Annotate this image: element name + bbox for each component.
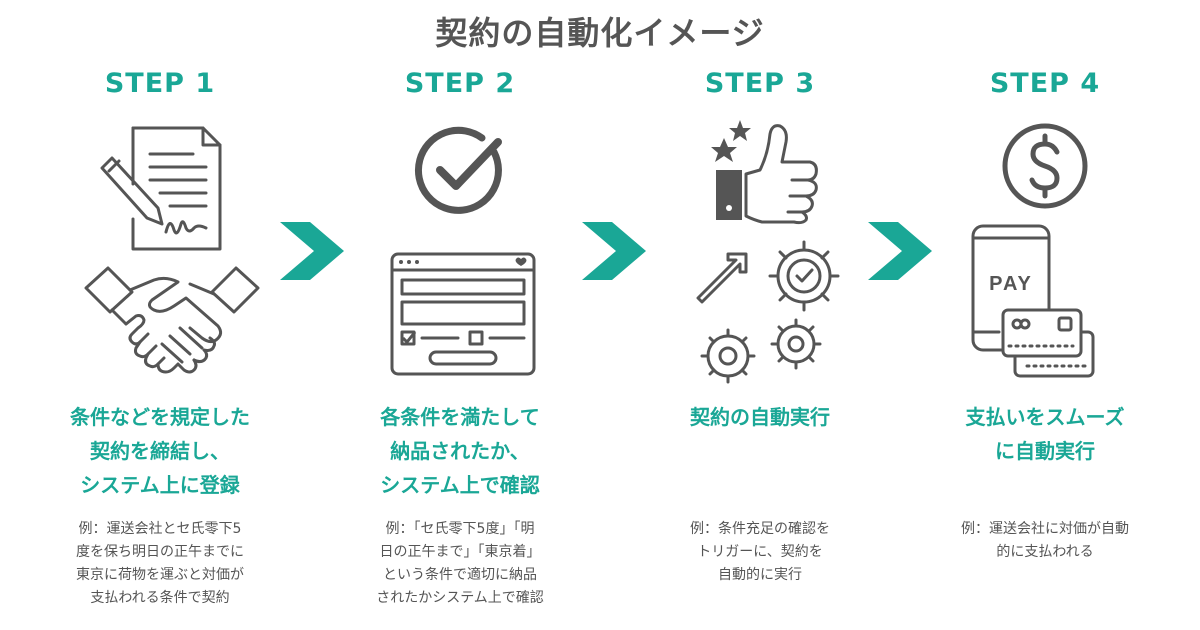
step-example-line: 東京に荷物を運ぶと対価が bbox=[76, 567, 244, 583]
thumbs-up-icon bbox=[711, 120, 818, 225]
step-example-line: 例：「セ氏零下5度」「明 bbox=[385, 521, 535, 537]
step-description-line: システム上に登録 bbox=[80, 473, 240, 497]
step-description-line: 各条件を満たして bbox=[380, 405, 540, 429]
step-example-line: 例：条件充足の確認を bbox=[690, 521, 830, 537]
step-label: STEP 1 bbox=[104, 68, 216, 99]
step-description: 各条件を満たして 納品されたか、 システム上で確認 bbox=[330, 400, 590, 502]
step-example: 例：運送会社とセ氏零下5 度を保ち明日の正午までに 東京に荷物を運ぶと対価が 支… bbox=[30, 518, 290, 610]
chevron-right-icon bbox=[280, 222, 344, 280]
step-example: 例：運送会社に対価が自動 的に支払われる bbox=[915, 518, 1175, 564]
step-label: STEP 3 bbox=[704, 68, 816, 99]
gears-icon bbox=[696, 240, 840, 384]
step-example-line: トリガーに、契約を bbox=[697, 544, 823, 560]
dollar-coin-icon bbox=[1002, 123, 1088, 209]
mobile-pay-icon: PAY bbox=[971, 224, 1095, 378]
checkmark-circle-icon bbox=[414, 126, 502, 214]
contract-signing-icon bbox=[100, 126, 222, 251]
web-form-icon bbox=[390, 252, 536, 376]
step-description-line: システム上で確認 bbox=[380, 473, 540, 497]
step-description-line: 納品されたか、 bbox=[390, 439, 530, 463]
page-title: 契約の自動化イメージ bbox=[435, 14, 765, 52]
step-example-line: 度を保ち明日の正午までに bbox=[76, 544, 244, 560]
step-description-line: 契約を締結し、 bbox=[90, 439, 230, 463]
step-example-line: という条件で適切に納品 bbox=[383, 567, 537, 583]
step-example-line: 例：運送会社に対価が自動 bbox=[961, 521, 1129, 537]
step-example: 例：「セ氏零下5度」「明 日の正午まで」「東京着」 という条件で適切に納品 され… bbox=[330, 518, 590, 610]
step-example-line: 自動的に実行 bbox=[718, 567, 802, 583]
chevron-right-icon bbox=[582, 222, 646, 280]
step-example-line: 例：運送会社とセ氏零下5 bbox=[78, 521, 242, 537]
step-example-line: 日の正午まで」「東京着」 bbox=[379, 544, 541, 560]
step-description: 契約の自動実行 bbox=[630, 400, 890, 434]
step-description-line: に自動実行 bbox=[995, 439, 1095, 463]
step-description: 支払いをスムーズ に自動実行 bbox=[915, 400, 1175, 468]
step-description-line: 支払いをスムーズ bbox=[965, 405, 1125, 429]
step-label: STEP 4 bbox=[989, 68, 1101, 99]
step-description-line: 条件などを規定した bbox=[70, 405, 250, 429]
step-description-line: 契約の自動実行 bbox=[690, 405, 830, 429]
step-example-line: されたかシステム上で確認 bbox=[376, 590, 544, 606]
step-example-line: 支払われる条件で契約 bbox=[90, 590, 230, 606]
step-description: 条件などを規定した 契約を締結し、 システム上に登録 bbox=[30, 400, 290, 502]
chevron-right-icon bbox=[868, 222, 932, 280]
step-label: STEP 2 bbox=[404, 68, 516, 99]
pay-label: PAY bbox=[989, 273, 1033, 295]
step-example: 例：条件充足の確認を トリガーに、契約を 自動的に実行 bbox=[630, 518, 890, 587]
step-example-line: 的に支払われる bbox=[996, 544, 1094, 560]
handshake-icon bbox=[84, 266, 260, 374]
